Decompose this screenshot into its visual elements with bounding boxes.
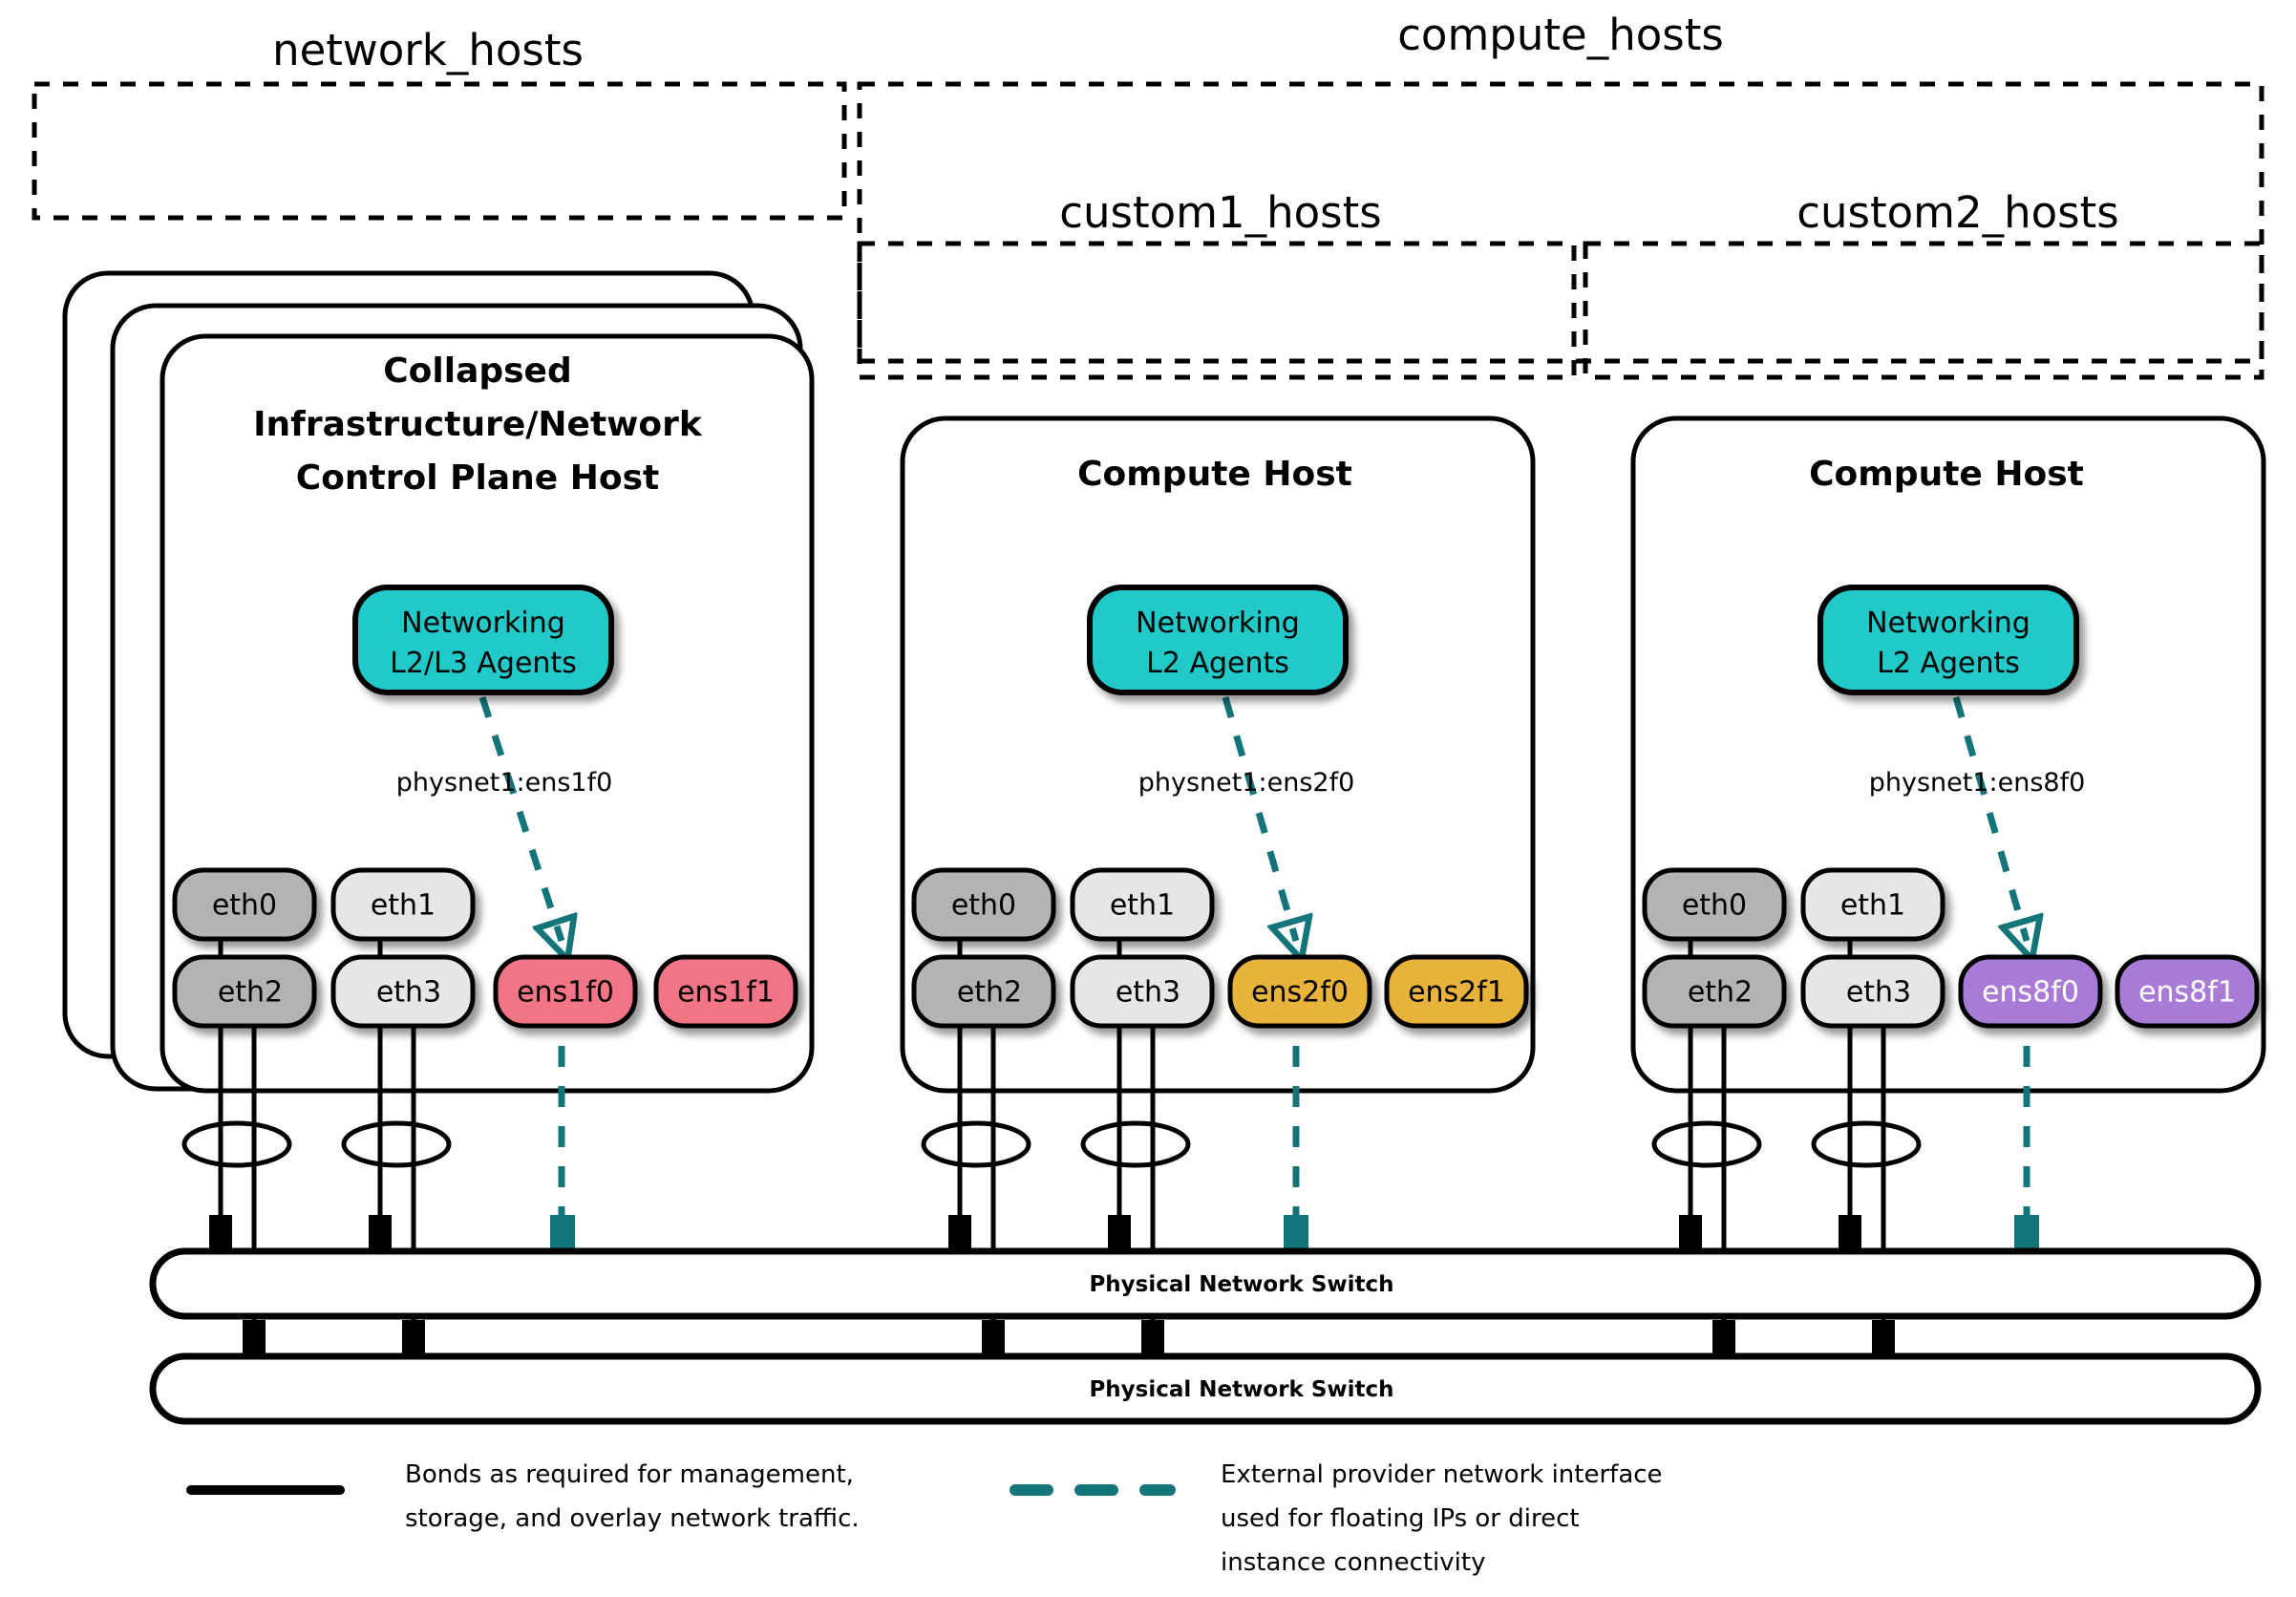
group-box-custom2-hosts — [1583, 241, 2264, 380]
agent-label-compute2-line1: Networking — [1866, 607, 2030, 640]
legend-label-bonds-line1: Bonds as required for management, — [405, 1460, 854, 1489]
host-title-controller-line3: Control Plane Host — [296, 458, 659, 498]
provider-link-compute2 — [1952, 696, 2027, 941]
legend-label-external-line2: used for floating IPs or direct — [1221, 1504, 1580, 1533]
nic-eth1-compute2[interactable] — [1800, 867, 1945, 942]
nic-label-eth0-controller: eth0 — [212, 889, 277, 923]
switch-top-body — [149, 1247, 2262, 1320]
agent-label-compute1-line2: L2 Agents — [1146, 647, 1289, 680]
nic-ens2f0-compute1[interactable] — [1227, 954, 1372, 1029]
physnet-label-compute2: physnet1:ens8f0 — [1869, 768, 2086, 798]
nic-ens8f0-compute2[interactable] — [1958, 954, 2103, 1029]
physnet-label-controller: physnet1:ens1f0 — [396, 768, 613, 798]
host-card-controller[interactable]: Collapsed Infrastructure/Network Control… — [62, 270, 815, 1341]
group-box-network-hosts — [32, 81, 847, 221]
legend-item-external-provider: External provider network interface used… — [1010, 1460, 1663, 1577]
group-label-network-hosts: network_hosts — [272, 25, 584, 75]
nic-ens2f1-compute1[interactable] — [1384, 954, 1529, 1029]
nic-label-eth3-compute2: eth3 — [1846, 976, 1911, 1010]
nic-ens1f0-controller[interactable] — [493, 954, 638, 1029]
group-labels: network_hosts compute_hosts custom1_host… — [272, 10, 2119, 238]
nic-eth1-compute1[interactable] — [1070, 867, 1215, 942]
bond-ellipse-controller-2 — [341, 1120, 452, 1168]
agent-label-controller-line2: L2/L3 Agents — [390, 647, 577, 680]
host-title-controller-line2: Infrastructure/Network — [253, 405, 703, 444]
nic-label-ens8f1-compute2: ens8f1 — [2138, 976, 2236, 1010]
agent-label-controller-line1: Networking — [401, 607, 565, 640]
nic-label-eth2-compute1: eth2 — [957, 976, 1022, 1010]
nic-eth3-compute2[interactable] — [1800, 954, 1945, 1029]
agent-label-compute2-line2: L2 Agents — [1877, 647, 2020, 680]
nic-eth0-compute2[interactable] — [1642, 867, 1787, 942]
group-label-compute-hosts: compute_hosts — [1397, 10, 1724, 60]
bond-ellipse-controller-1 — [181, 1120, 292, 1168]
legend-label-external-line1: External provider network interface — [1221, 1460, 1663, 1489]
nic-eth2-compute2[interactable] — [1642, 954, 1787, 1029]
legend-item-bonds: Bonds as required for management, storag… — [186, 1460, 860, 1533]
agent-box-compute2[interactable] — [1818, 585, 2079, 695]
group-boxes — [32, 81, 2264, 380]
nic-label-eth3-compute1: eth3 — [1116, 976, 1180, 1010]
agent-label-compute1-line1: Networking — [1136, 607, 1300, 640]
switch-bottom[interactable]: Physical Network Switch — [149, 1352, 2262, 1425]
legend-label-external-line3: instance connectivity — [1221, 1548, 1485, 1577]
host-card-front-compute1 — [900, 415, 1536, 1094]
nic-label-eth2-controller: eth2 — [218, 976, 283, 1010]
legend: Bonds as required for management, storag… — [186, 1460, 1663, 1577]
host-title-compute2: Compute Host — [1809, 455, 2084, 494]
nic-label-ens1f0-controller: ens1f0 — [517, 976, 614, 1010]
nic-eth0-compute1[interactable] — [911, 867, 1056, 942]
nic-label-eth0-compute2: eth0 — [1682, 889, 1747, 923]
nic-label-eth3-controller: eth3 — [376, 976, 441, 1010]
bond-ellipse-compute1-1 — [921, 1120, 1031, 1168]
host-card-compute1[interactable]: Compute Host Networking L2 Agents physne… — [900, 415, 1536, 1341]
nic-ens1f1-controller[interactable] — [653, 954, 798, 1029]
nic-label-ens8f0-compute2: ens8f0 — [1982, 976, 2079, 1010]
nic-label-eth2-compute2: eth2 — [1688, 976, 1753, 1010]
nic-eth2-controller[interactable] — [172, 954, 317, 1029]
nic-ens8f1-compute2[interactable] — [2115, 954, 2260, 1029]
group-box-compute-hosts — [857, 81, 2264, 364]
nic-eth2-compute1[interactable] — [911, 954, 1056, 1029]
nic-eth1-controller[interactable] — [330, 867, 476, 942]
bond-ellipse-compute2-2 — [1811, 1120, 1922, 1168]
switch-top-label: Physical Network Switch — [1089, 1272, 1393, 1297]
host-card-front-compute2 — [1630, 415, 2266, 1094]
switch-top[interactable]: Physical Network Switch — [149, 1247, 2262, 1320]
nic-label-ens2f0-compute1: ens2f0 — [1251, 976, 1349, 1010]
switch-bottom-label: Physical Network Switch — [1089, 1377, 1393, 1402]
group-label-custom1-hosts: custom1_hosts — [1059, 187, 1381, 238]
nic-label-eth1-compute2: eth1 — [1840, 889, 1905, 923]
nic-label-ens2f1-compute1: ens2f1 — [1408, 976, 1505, 1010]
host-title-compute1: Compute Host — [1077, 455, 1352, 494]
host-title-controller-line1: Collapsed — [383, 351, 572, 391]
legend-label-bonds-line2: storage, and overlay network traffic. — [405, 1504, 860, 1533]
provider-link-compute1 — [1222, 696, 1296, 941]
bond-ellipse-compute1-2 — [1080, 1120, 1191, 1168]
bond-ellipse-compute2-1 — [1651, 1120, 1762, 1168]
group-label-custom2-hosts: custom2_hosts — [1796, 187, 2118, 238]
agent-box-compute1[interactable] — [1087, 585, 1349, 695]
nic-eth0-controller[interactable] — [172, 867, 317, 942]
group-box-custom1-hosts — [857, 241, 1577, 380]
nic-eth3-controller[interactable] — [330, 954, 476, 1029]
switch-bottom-body — [149, 1352, 2262, 1425]
nic-label-eth0-compute1: eth0 — [951, 889, 1016, 923]
nic-label-eth1-controller: eth1 — [371, 889, 436, 923]
nic-eth3-compute1[interactable] — [1070, 954, 1215, 1029]
nic-label-ens1f1-controller: ens1f1 — [677, 976, 775, 1010]
agent-box-controller[interactable] — [352, 585, 614, 695]
host-card-compute2[interactable]: Compute Host Networking L2 Agents physne… — [1630, 415, 2266, 1341]
provider-link-controller — [478, 695, 562, 941]
nic-label-eth1-compute1: eth1 — [1110, 889, 1175, 923]
physnet-label-compute1: physnet1:ens2f0 — [1138, 768, 1355, 798]
